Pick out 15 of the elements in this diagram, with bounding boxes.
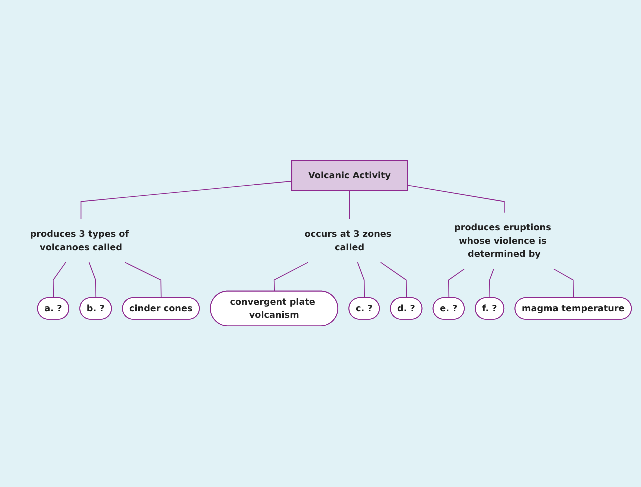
connector <box>53 262 66 299</box>
connector <box>124 262 162 299</box>
connector <box>448 268 465 299</box>
connector <box>349 190 350 220</box>
connector <box>380 262 408 299</box>
connector <box>407 185 505 214</box>
connector <box>80 181 292 220</box>
node-text: produces eruptions whose violence is determined by <box>454 222 552 260</box>
connector <box>88 262 97 299</box>
connector <box>274 262 309 292</box>
node-box: Volcanic Activity <box>291 160 408 192</box>
connector <box>357 262 366 299</box>
connector <box>489 268 494 299</box>
node-text: occurs at 3 zones called <box>304 228 392 253</box>
node-text: produces 3 types of volcanoes called <box>30 228 130 253</box>
